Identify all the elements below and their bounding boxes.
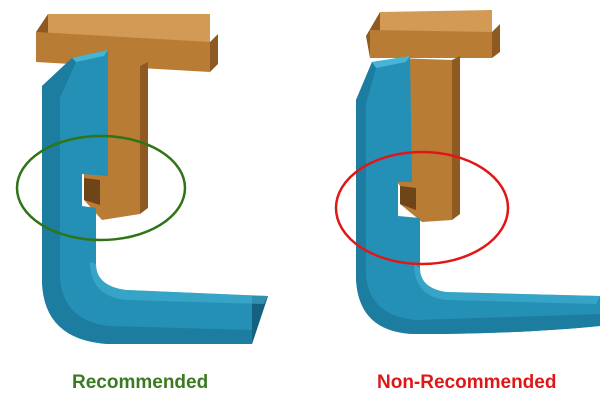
recommended-caption: Recommended bbox=[72, 372, 209, 393]
non-recommended-highlight-ellipse bbox=[334, 150, 510, 266]
recommended-illustration bbox=[15, 14, 268, 344]
non-recommended-illustration bbox=[334, 10, 600, 334]
non-recommended-panel: Non-Recommended bbox=[300, 0, 611, 409]
blue-l-profile bbox=[42, 50, 268, 344]
blue-l-profile bbox=[356, 56, 600, 334]
recommended-highlight-ellipse bbox=[15, 134, 187, 242]
non-recommended-caption: Non-Recommended bbox=[377, 372, 557, 393]
recommended-panel: Recommended bbox=[0, 0, 300, 409]
